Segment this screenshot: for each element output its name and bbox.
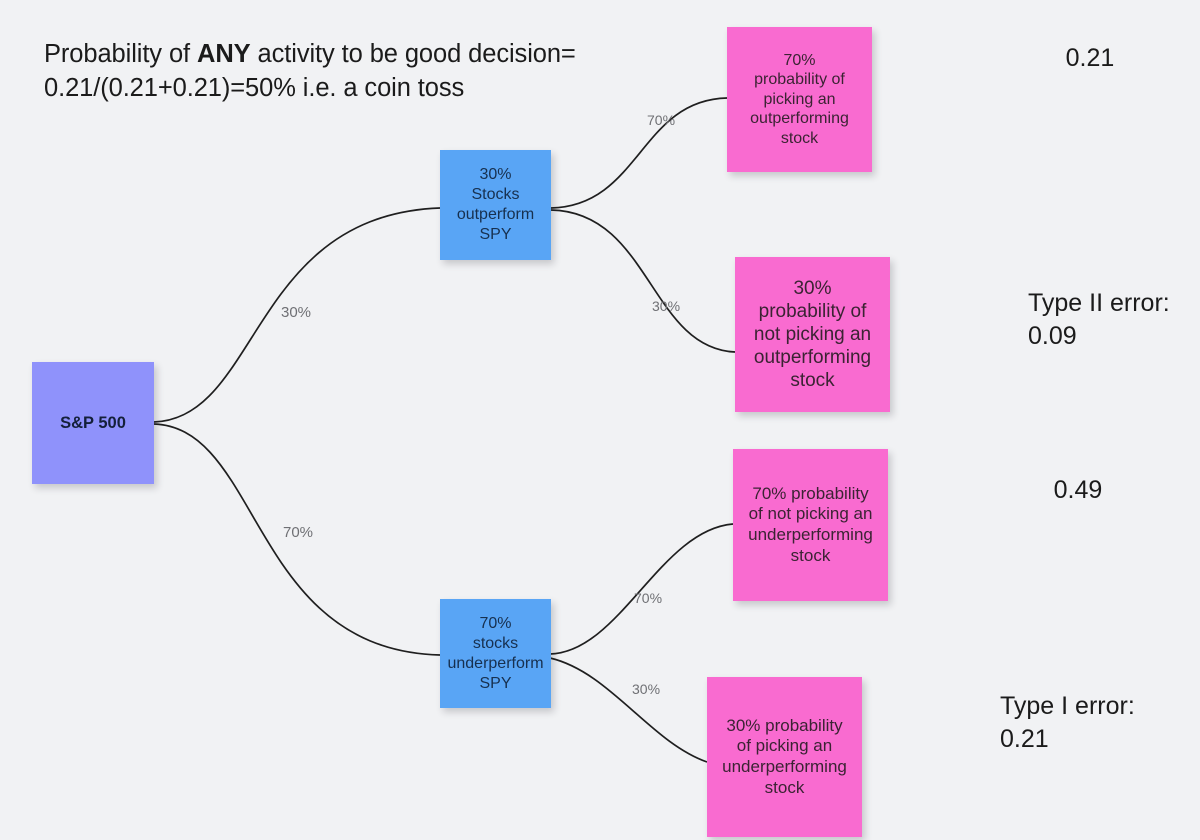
edge-label-leaf2: 30% [652, 298, 681, 314]
edge-label-root-outperform: 30% [281, 304, 312, 321]
edge-label-leaf1: 70% [647, 112, 676, 128]
outcome-value-1: 0.21 [1065, 44, 1115, 72]
outcome-value-3: 0.49 [1053, 476, 1103, 504]
title-line1-prefix: Probability of [44, 40, 197, 68]
node-root-label: S&P 500 [60, 413, 126, 432]
edge-label-leaf3: 70% [634, 590, 663, 606]
outcome-value-2: Type II error:0.09 [1028, 289, 1170, 350]
page-title: Probability of ANY activity to be good d… [44, 38, 664, 105]
edge-outperform-to-leaf2 [550, 209, 736, 353]
edge-label-root-underperform: 70% [283, 524, 314, 541]
node-root-sp500[interactable]: S&P 500 [32, 362, 154, 484]
edge-underperform-to-leaf4 [549, 657, 708, 763]
title-line2: 0.21/(0.21+0.21)=50% i.e. a coin toss [44, 73, 465, 102]
title-line1-bold: ANY [197, 40, 251, 68]
outcome-value-4: Type I error:0.21 [1000, 692, 1135, 753]
edge-outperform-to-leaf1 [550, 97, 728, 209]
edge-underperform-to-leaf3 [549, 523, 734, 655]
edge-label-leaf4: 30% [632, 681, 661, 697]
title-line1-suffix: activity to be good decision= [250, 40, 576, 68]
